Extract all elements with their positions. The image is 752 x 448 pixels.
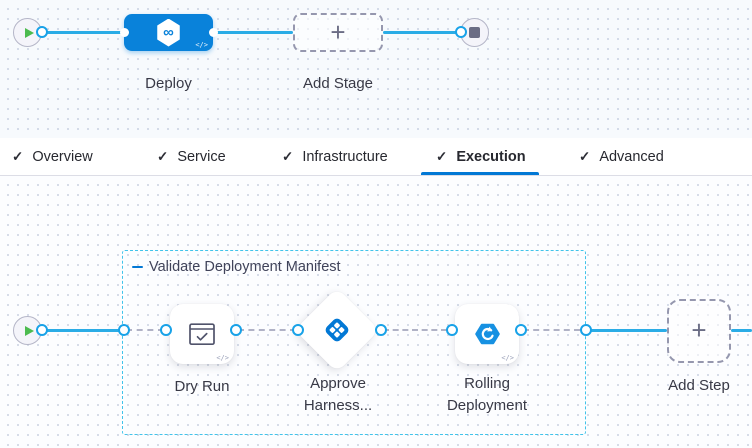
connector-ring[interactable]	[455, 26, 467, 38]
tab-label: Service	[177, 148, 226, 165]
step-group-title: Validate Deployment Manifest	[149, 259, 341, 275]
add-stage-label: Add Stage	[302, 75, 374, 92]
connector-ring[interactable]	[580, 324, 592, 336]
step-label: Rolling Deployment	[446, 375, 528, 414]
step-group-header[interactable]: Validate Deployment Manifest	[132, 259, 341, 275]
harness-hexagon-icon: ∞	[157, 18, 180, 47]
dashed-connector	[238, 329, 296, 331]
stage-node-deploy[interactable]: ∞ </>	[119, 14, 218, 51]
stage-port-right[interactable]	[208, 28, 218, 37]
stop-icon	[469, 27, 480, 38]
dashed-connector	[383, 329, 447, 331]
rolling-deployment-icon	[474, 323, 500, 345]
add-step-button[interactable]: +	[667, 299, 731, 363]
play-icon	[24, 27, 34, 38]
connector-ring[interactable]	[515, 324, 527, 336]
step-label: Approve Harness...	[303, 375, 373, 414]
step-label: Dry Run	[174, 378, 230, 395]
stage-label: Deploy	[145, 75, 192, 92]
step-node-dry-run[interactable]: </>	[170, 304, 234, 364]
tab-label: Overview	[32, 148, 93, 165]
check-icon: ✓	[12, 148, 24, 164]
tab-label: Infrastructure	[302, 148, 388, 165]
connector-line	[731, 329, 752, 332]
code-icon[interactable]: </>	[195, 41, 208, 49]
code-icon[interactable]: </>	[216, 354, 229, 362]
check-icon: ✓	[436, 148, 448, 164]
connector-line	[42, 329, 124, 332]
code-icon[interactable]: </>	[501, 354, 514, 362]
collapse-icon[interactable]	[132, 265, 143, 269]
tab-advanced[interactable]: ✓ Advanced	[579, 138, 664, 175]
plus-icon: +	[330, 16, 346, 47]
check-icon: ✓	[157, 148, 169, 164]
connector-line	[42, 31, 124, 34]
dashed-connector	[126, 329, 164, 331]
stage-config-tabs: ✓ Overview ✓ Service ✓ Infrastructure ✓ …	[0, 138, 752, 176]
connector-ring[interactable]	[160, 324, 172, 336]
tab-label: Advanced	[599, 148, 664, 165]
check-icon: ✓	[282, 148, 294, 164]
connector-ring[interactable]	[375, 324, 387, 336]
dashed-connector	[523, 329, 580, 331]
connector-ring[interactable]	[446, 324, 458, 336]
tab-service[interactable]: ✓ Service	[157, 138, 226, 175]
tab-infrastructure[interactable]: ✓ Infrastructure	[282, 138, 388, 175]
connector-ring[interactable]	[118, 324, 130, 336]
check-icon: ✓	[579, 148, 591, 164]
connector-ring[interactable]	[230, 324, 242, 336]
connector-ring[interactable]	[36, 324, 48, 336]
stage-port-left[interactable]	[119, 28, 129, 37]
tab-overview[interactable]: ✓ Overview	[12, 138, 93, 175]
connector-line	[213, 31, 293, 34]
play-icon	[24, 325, 34, 336]
harness-logo-icon: ∞	[163, 23, 174, 41]
connector-ring[interactable]	[292, 324, 304, 336]
connector-ring[interactable]	[36, 26, 48, 38]
connector-line	[586, 329, 667, 332]
execution-steps-canvas[interactable]: Validate Deployment Manifest </> Dry Run	[0, 176, 752, 448]
approval-diamond-icon	[320, 313, 354, 352]
active-tab-underline	[421, 172, 539, 175]
add-step-label: Add Step	[668, 377, 730, 394]
connector-line	[383, 31, 461, 34]
dry-run-window-check-icon	[189, 322, 215, 345]
step-node-rolling-deployment[interactable]: </>	[455, 304, 519, 364]
step-group-container[interactable]	[122, 250, 586, 435]
stage-pipeline-canvas[interactable]: ∞ </> Deploy + Add Stage	[0, 0, 752, 138]
tab-label: Execution	[456, 148, 526, 165]
tab-execution[interactable]: ✓ Execution	[436, 138, 526, 175]
plus-icon: +	[691, 315, 707, 345]
add-stage-button[interactable]: +	[293, 13, 383, 52]
